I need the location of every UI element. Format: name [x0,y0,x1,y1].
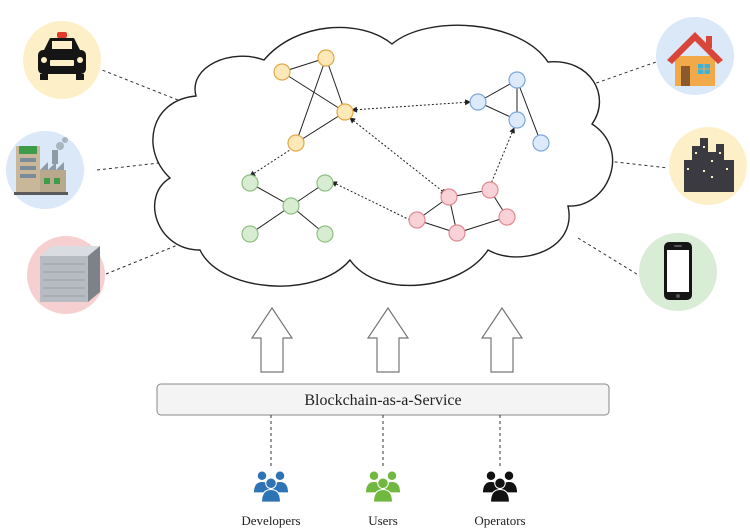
role-label-users: Users [368,513,398,528]
people-group-icon [252,470,290,503]
up-arrow-icon [250,306,294,373]
node [508,111,526,129]
server-icon [27,236,105,314]
cloud [152,24,614,287]
node [273,63,291,81]
house-icon [656,17,734,95]
node [498,208,516,226]
node [481,181,499,199]
node [408,211,426,229]
smartphone-icon [639,233,717,311]
link-orange-green [249,145,297,177]
cluster-blue [469,71,550,152]
node [282,197,300,215]
connector-factory [96,161,169,171]
link-orange-red [349,117,447,195]
node [317,49,335,67]
connector-phone [577,237,641,277]
city-buildings-icon [669,127,747,205]
role-label-operators: Operators [474,513,525,528]
node [469,93,487,111]
connector-car [96,67,179,101]
people-group-icon [364,470,402,503]
upload-arrows [250,306,524,373]
baas-bar: Blockchain-as-a-Service [156,383,610,416]
cluster-red [408,181,516,242]
node [241,225,259,243]
baas-label: Blockchain-as-a-Service [304,392,461,409]
node [316,174,334,192]
node [448,224,466,242]
factory-icon [6,131,84,209]
node [287,134,305,152]
cluster-links [249,99,515,221]
node [508,71,526,89]
cluster-green [241,174,334,243]
up-arrow-icon [480,306,524,373]
people-group-icon [481,470,519,503]
role-label-developers: Developers [241,513,300,528]
node [532,134,550,152]
role-connectors [270,415,501,466]
node [440,188,458,206]
node [241,174,259,192]
police-car-icon [23,21,101,99]
node [336,103,354,121]
role-icons [252,470,519,503]
up-arrow-icon [366,306,410,373]
cluster-orange [273,49,354,152]
link-red-green [331,181,411,221]
link-red-blue [489,127,515,187]
node [316,225,334,243]
